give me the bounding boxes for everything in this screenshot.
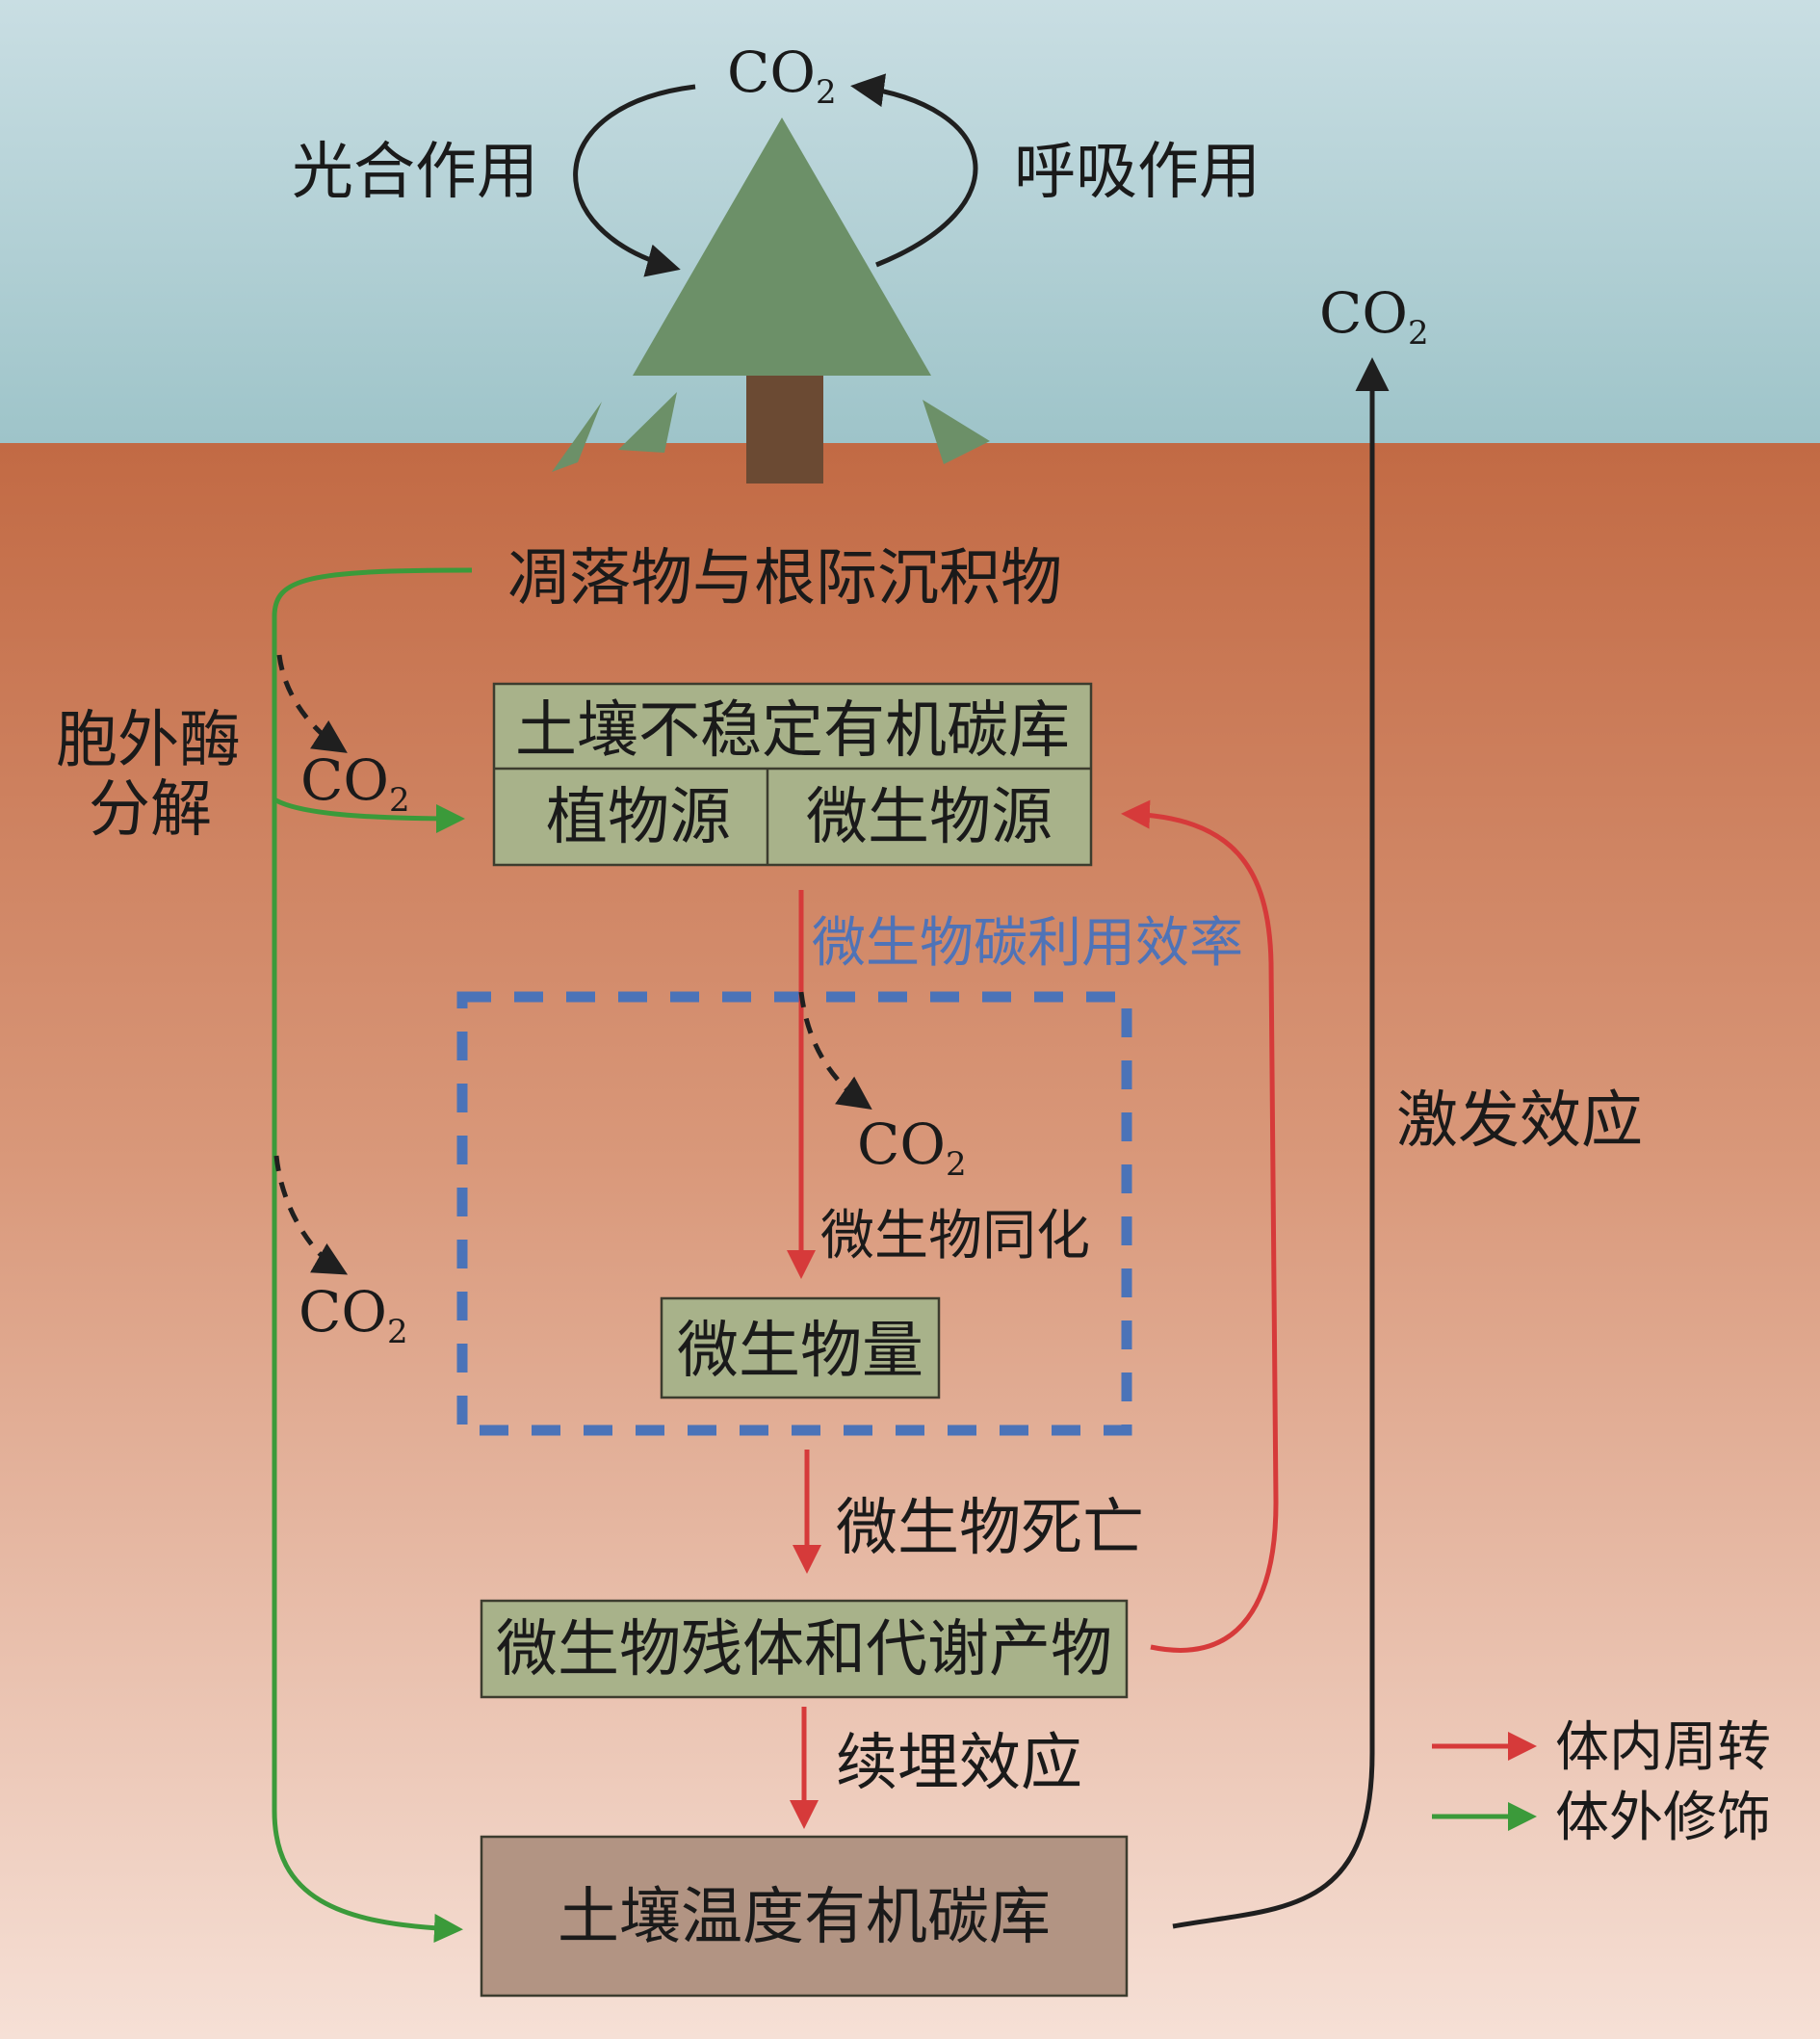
death-label: 微生物死亡 [836,1493,1144,1564]
plant-source-label: 植物源 [546,782,731,853]
legend-green-label: 体外修饰 [1555,1787,1771,1849]
labile-pool-title: 土壤不稳定有机碳库 [515,695,1070,767]
respiration-label: 呼吸作用 [1014,137,1261,208]
recycling-arrow [1121,799,1279,1653]
left-upper-co2-label: CO2 [300,747,410,820]
legend: 体内周转 体外修饰 [1432,1716,1771,1849]
microbial-source-label: 微生物源 [806,782,1053,853]
microbial-dashed-box [456,991,1132,1436]
biomass-label: 微生物量 [677,1316,923,1387]
right-co2-label: CO2 [1319,280,1429,353]
legend-red-label: 体内周转 [1555,1716,1771,1779]
enzyme-label-line1: 胞外酶 [56,705,241,776]
biomass-box [660,1296,941,1399]
priming-effect-label: 激发效应 [1396,1085,1643,1157]
photosynthesis-label: 光合作用 [292,137,538,208]
cue-label: 微生物碳利用效率 [812,912,1243,975]
green-trunk-path [272,567,473,1944]
top-co2-label: CO2 [727,39,837,112]
middle-co2-arrow [798,991,872,1111]
left-lower-co2-label: CO2 [299,1279,408,1351]
photosynthesis-arrow [573,84,696,277]
stable-carbon-pool-box [480,1835,1129,1998]
sky-background [0,0,1820,443]
assimilation-label: 微生物同化 [820,1205,1090,1268]
left-upper-co2-arrow [276,654,348,753]
green-branch-arrow [273,797,465,833]
labile-carbon-pool-box: 土壤不稳定有机碳库 植物源 微生物源 [492,682,1093,867]
necromass-box [480,1599,1129,1699]
tree-icon [552,118,990,484]
priming-arrow [1172,357,1390,1929]
middle-co2-label: CO2 [857,1111,967,1184]
respiration-arrow [850,73,978,268]
stable-pool-label: 土壤温度有机碳库 [558,1882,1051,1953]
necromass-label: 微生物残体和代谢产物 [496,1614,1112,1686]
entombing-label: 续埋效应 [836,1728,1082,1799]
litter-label: 凋落物与根际沉积物 [507,543,1062,614]
enzyme-label-line2: 分解 [89,774,212,846]
